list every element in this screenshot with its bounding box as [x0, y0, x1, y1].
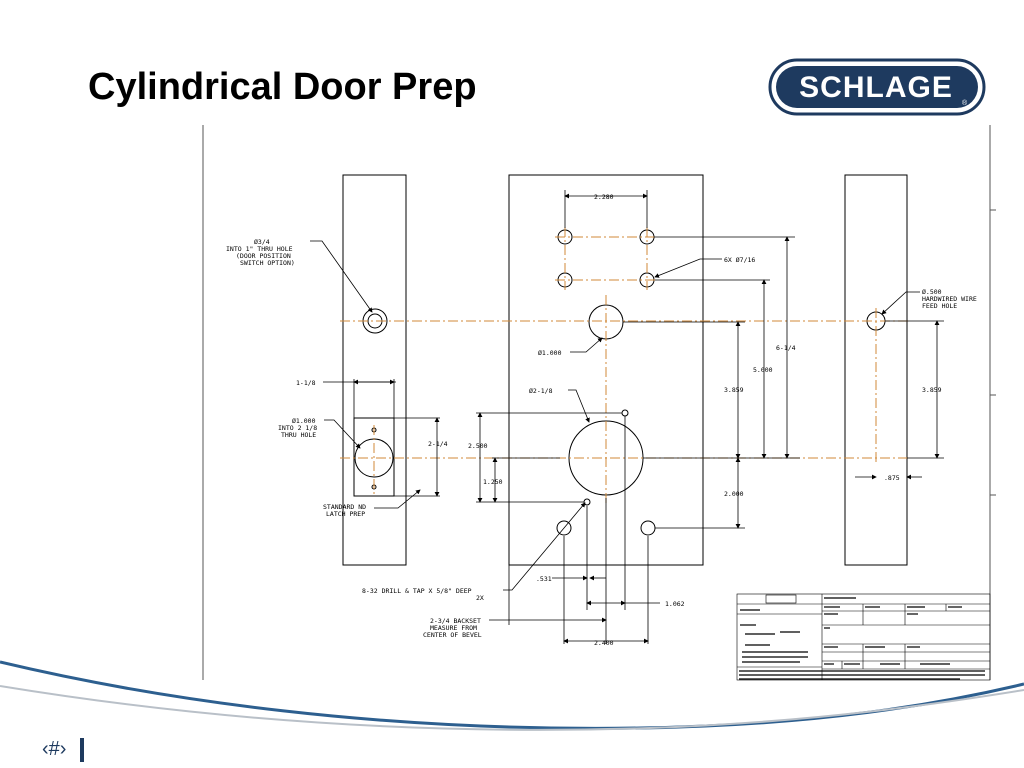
mount-holes-note: 6X Ø7/16 [724, 256, 755, 264]
dim-531: .531 [536, 575, 552, 583]
dps-callout-line3: (DOOR POSITION [236, 252, 291, 260]
dim-2-000: 2.000 [724, 490, 744, 498]
dim-1-250: 1.250 [483, 478, 503, 486]
dim-3-859-face: 3.859 [724, 386, 744, 394]
left-edge-view [342, 174, 407, 566]
tap-hole-top [621, 409, 629, 417]
mount-hole-bl [556, 520, 572, 536]
dim-1-1-8: 1-1/8 [296, 379, 316, 387]
title-block [736, 593, 991, 681]
latch-callout-line2: INTO 2 1/8 [278, 424, 317, 432]
backset-note-line3: CENTER OF BEVEL [423, 631, 482, 639]
latch-faceplate [353, 417, 395, 497]
page-number-divider [80, 738, 84, 762]
drill-note-line2: 2X [476, 594, 484, 602]
latch-note-line2: LATCH PREP [326, 510, 365, 518]
bore-callout: Ø2-1/8 [529, 387, 553, 395]
wire-callout-line2: HARDWIRED WIRE [922, 295, 977, 303]
footer-swoosh-blue [0, 660, 1024, 730]
tap-hole-bottom [583, 498, 591, 506]
schlage-logo: SCHLAGE ® [768, 58, 986, 116]
title-block-fine-print [739, 597, 985, 680]
latch-callout-line1: Ø1.000 [292, 417, 316, 425]
dps-callout-line4: SWITCH OPTION) [240, 259, 295, 267]
dim-2-500: 2.500 [468, 442, 488, 450]
page-number: ‹#› [42, 738, 67, 760]
dim-2-400: 2.400 [594, 639, 614, 647]
dim-5-000: 5.000 [753, 366, 773, 374]
dim-3-859-right: 3.859 [922, 386, 942, 394]
footer-swoosh-gray [0, 685, 1024, 731]
logo-text: SCHLAGE [799, 71, 953, 104]
logo-registered-mark: ® [962, 99, 968, 107]
backset-note-line1: 2-3/4 BACKSET [430, 617, 481, 625]
dim-1-062: 1.062 [665, 600, 685, 608]
wire-callout-line3: FEED HOLE [922, 302, 957, 310]
dim-2-280: 2.280 [594, 193, 614, 201]
right-edge-view [844, 174, 908, 566]
latch-note-line1: STANDARD ND [323, 503, 366, 511]
dim-875: .875 [884, 474, 900, 482]
dim-2-1-4: 2-1/4 [428, 440, 448, 448]
backset-note-line2: MEASURE FROM [430, 624, 477, 632]
dim-6-1-4: 6-1/4 [776, 344, 796, 352]
slide-title: Cylindrical Door Prep [88, 66, 477, 108]
hole-1-000-callout: Ø1.000 [538, 349, 562, 357]
dps-callout-line2: INTO 1" THRU HOLE [226, 245, 293, 253]
mount-hole-br [640, 520, 656, 536]
dps-callout-line1: Ø3/4 [254, 238, 270, 246]
drill-note-line1: 8-32 DRILL & TAP X 5/8" DEEP [362, 587, 472, 595]
latch-callout-line3: THRU HOLE [281, 431, 316, 439]
wire-callout-line1: Ø.500 [922, 288, 942, 296]
